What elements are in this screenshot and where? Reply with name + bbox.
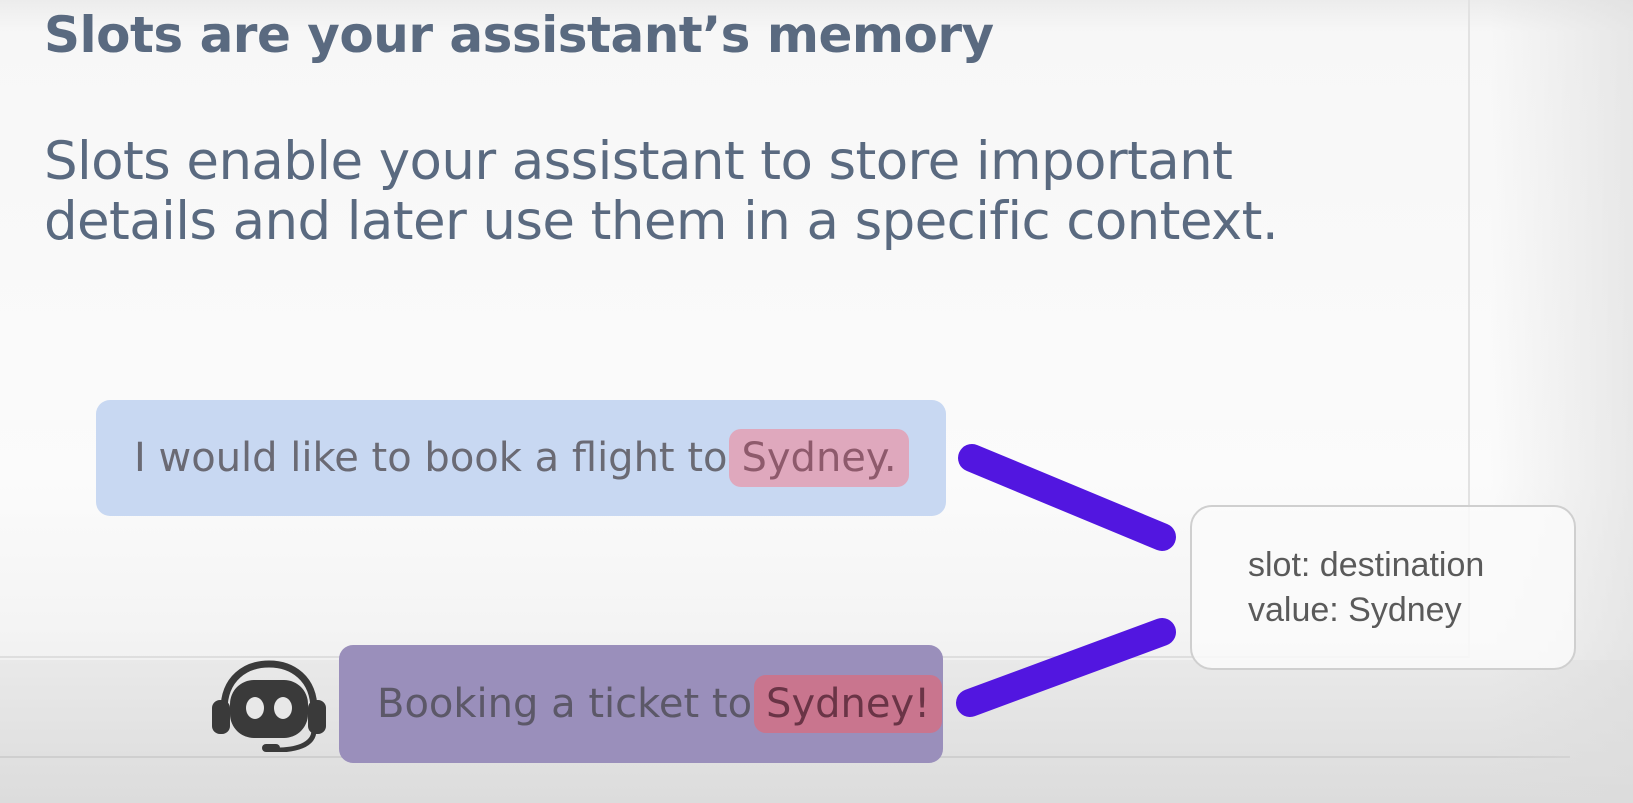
right-edge-shade <box>1490 0 1633 803</box>
bot-message-text: Booking a ticket to <box>377 681 753 727</box>
subtitle-line-1: Slots enable your assistant to store imp… <box>44 131 1233 192</box>
user-message-text: I would like to book a flight to <box>134 435 728 481</box>
bot-message-bubble: Booking a ticket to Sydney! <box>339 645 943 763</box>
bot-message-slot-highlight: Sydney! <box>754 675 943 733</box>
user-message-bubble: I would like to book a flight to Sydney. <box>96 400 946 516</box>
slide-subtitle: Slots enable your assistant to store imp… <box>44 132 1344 252</box>
slot-card: slot: destination value: Sydney <box>1190 505 1576 670</box>
slot-value-line: value: Sydney <box>1248 591 1462 629</box>
slide-title: Slots are your assistant’s memory <box>44 6 994 64</box>
subtitle-line-2: details and later use them in a specific… <box>44 191 1279 252</box>
slot-name-line: slot: destination <box>1248 546 1485 584</box>
bot-headset-icon <box>210 660 328 753</box>
user-message-slot-highlight: Sydney. <box>729 429 909 487</box>
